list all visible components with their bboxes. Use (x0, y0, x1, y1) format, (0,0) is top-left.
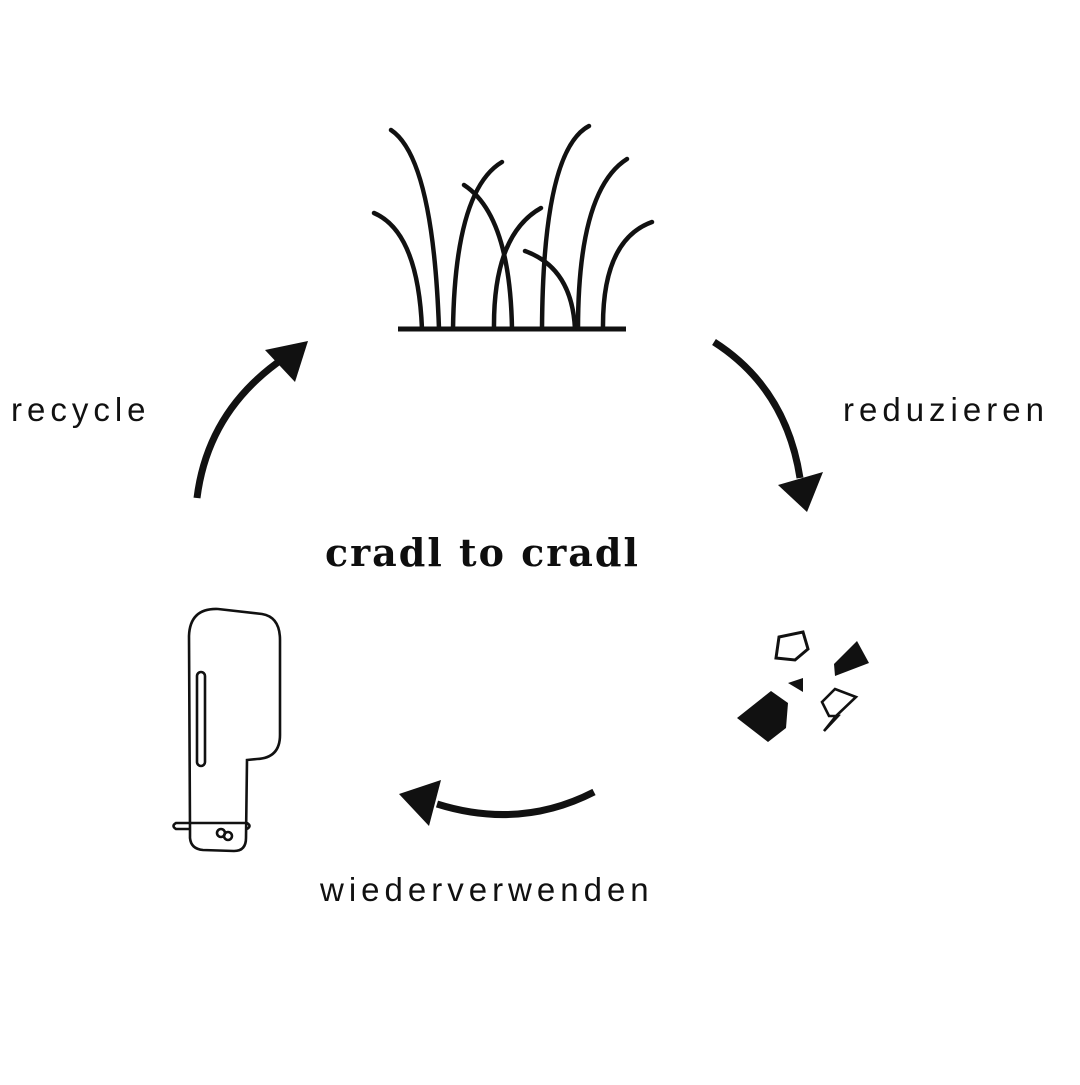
arrow-reduce (712, 339, 823, 512)
label-reduce: reduzieren (843, 391, 1049, 428)
grass-icon (371, 123, 655, 332)
label-recycle: recycle (11, 391, 151, 428)
product-icon (172, 607, 282, 853)
label-reuse: wiederverwenden (320, 871, 654, 908)
diagram-title: cradl to cradl (325, 530, 640, 575)
arrow-reuse (399, 780, 596, 826)
fragments-icon (737, 630, 869, 742)
arrow-recycle (193, 341, 308, 499)
